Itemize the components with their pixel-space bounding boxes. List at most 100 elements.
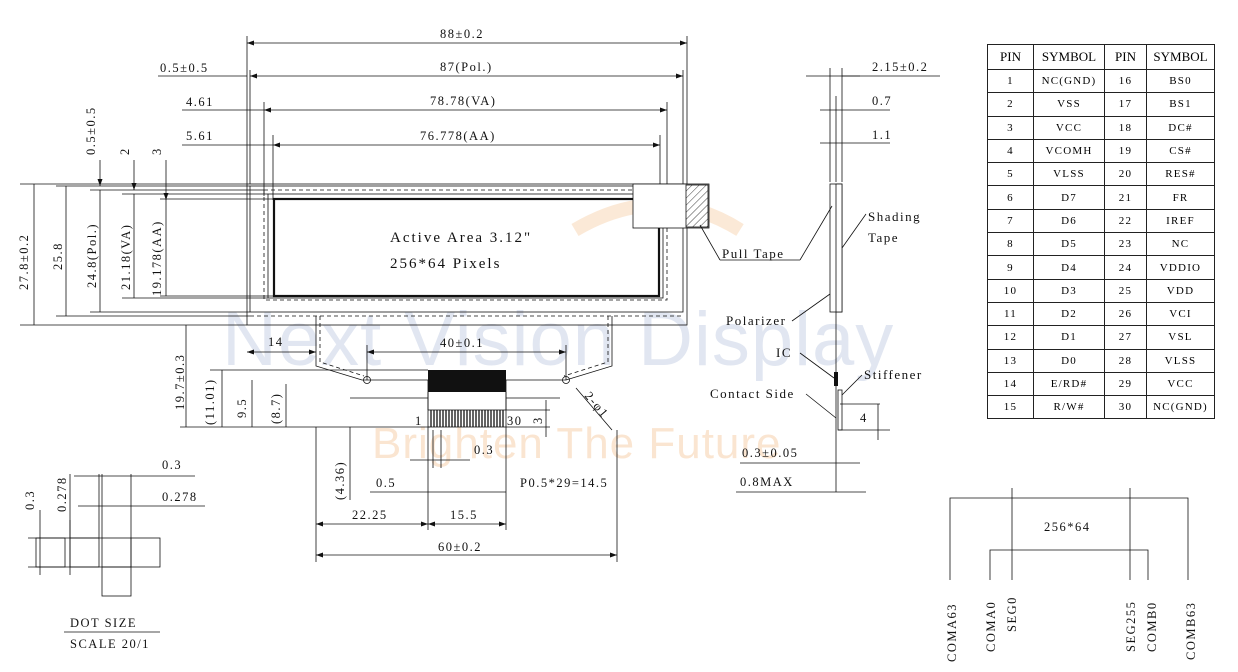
dot-scale: SCALE 20/1 (70, 637, 150, 651)
pin-seg255: SEG255 (1124, 601, 1138, 652)
table-cell: D6 (1033, 208, 1105, 234)
dim-fpc-width: 60±0.2 (438, 540, 482, 554)
table-cell: 24 (1104, 255, 1147, 280)
dim-fpc-height: 19.7±0.3 (173, 354, 187, 410)
active-area-title: Active Area 3.12" (390, 230, 532, 246)
table-cell: VDDIO (1146, 255, 1215, 280)
table-cell: 26 (1104, 301, 1147, 327)
dim-height-va: 21.18(VA) (119, 224, 133, 290)
dim-4: 4 (860, 411, 868, 425)
pin-last-label: 30 (507, 414, 523, 428)
header-symbol: SYMBOL (1033, 44, 1105, 70)
pin-coma0: COMA0 (984, 601, 998, 652)
table-cell: 5 (987, 162, 1034, 187)
table-cell: NC(GND) (1033, 68, 1105, 94)
table-cell: 11 (987, 301, 1034, 327)
table-cell: VLSS (1146, 348, 1215, 373)
pin-comb63: COMB63 (1184, 602, 1198, 660)
block-diagram: 256*64 COMA63 COMA0 SEG0 SEG255 COMB0 CO… (945, 488, 1198, 662)
dot-dim-03b: 0.3 (23, 490, 37, 510)
table-cell: 19 (1104, 138, 1147, 164)
table-cell: 7 (987, 208, 1034, 234)
dim-height-aa: 19.178(AA) (150, 220, 164, 296)
pin-first-label: 1 (415, 414, 423, 428)
table-cell: 30 (1104, 395, 1147, 420)
table-cell: BS0 (1146, 68, 1215, 94)
dot-detail: 0.3 0.278 0.3 0.278 DOT SIZE SCALE 20/1 (23, 458, 205, 651)
table-cell: DC# (1146, 115, 1215, 140)
table-cell: 29 (1104, 371, 1147, 397)
dim-fpc-1101: (11.01) (203, 379, 217, 426)
dim-fpc-offset: 14 (268, 335, 284, 349)
dim-fpc-95: 9.5 (235, 398, 249, 418)
dot-size-title: DOT SIZE (70, 616, 137, 630)
table-cell: 1 (987, 68, 1034, 94)
dim-lead-05: 0.5 (376, 476, 396, 490)
dim-lead-436: (4.36) (333, 461, 347, 500)
table-cell: VSL (1146, 325, 1215, 350)
table-cell: 10 (987, 278, 1034, 303)
table-cell: CS# (1146, 138, 1215, 164)
label-shading: Shading (868, 209, 921, 224)
dim-11: 1.1 (872, 128, 892, 142)
dim-top-offset: 0.5±0.5 (84, 106, 98, 155)
dim-offset-aa: 5.61 (186, 129, 214, 143)
label-contact-side: Contact Side (710, 386, 795, 401)
label-ic: IC (776, 345, 792, 360)
front-view: 88±0.2 87(Pol.) 78.78(VA) 76.778(AA) 0.5… (17, 27, 800, 562)
side-view: 2.15±0.2 0.7 1.1 4 0.3±0.05 0.8MAX Shadi… (710, 60, 940, 493)
label-stiffener: Stiffener (864, 367, 923, 382)
table-cell: 27 (1104, 325, 1147, 350)
watermark-brand: Next Vision Display (222, 297, 894, 382)
table-cell: VLSS (1033, 162, 1105, 187)
table-cell: 14 (987, 371, 1034, 397)
table-cell: VSS (1033, 92, 1105, 117)
table-cell: 17 (1104, 92, 1147, 117)
header-pin: PIN (987, 44, 1034, 70)
table-cell: NC (1146, 232, 1215, 257)
table-cell: 25 (1104, 278, 1147, 303)
table-cell: D1 (1033, 325, 1105, 350)
label-polarizer: Polarizer (726, 313, 786, 328)
table-cell: D3 (1033, 278, 1105, 303)
table-cell: D0 (1033, 348, 1105, 373)
table-cell: 28 (1104, 348, 1147, 373)
pin-comb0: COMB0 (1145, 601, 1159, 652)
dim-height-overall: 27.8±0.2 (17, 234, 31, 290)
header-pin: PIN (1104, 44, 1147, 70)
table-cell: RES# (1146, 162, 1215, 187)
dot-dim-03a: 0.3 (162, 458, 182, 472)
dim-lead-155: 15.5 (450, 508, 478, 522)
table-cell: 23 (1104, 232, 1147, 257)
table-cell: 13 (987, 348, 1034, 373)
dim-width-pol: 87(Pol.) (440, 60, 493, 74)
dim-height-258: 25.8 (51, 242, 65, 270)
table-cell: VDD (1146, 278, 1215, 303)
label-tape: Tape (868, 230, 899, 245)
block-label: 256*64 (1044, 520, 1091, 534)
table-cell: VCC (1033, 115, 1105, 140)
dot-dim-0278b: 0.278 (55, 476, 69, 512)
table-cell: R/W# (1033, 395, 1105, 420)
table-cell: 16 (1104, 68, 1147, 94)
dot-dim-0278a: 0.278 (162, 490, 198, 504)
dim-height-pol: 24.8(Pol.) (85, 223, 99, 288)
table-cell: D4 (1033, 255, 1105, 280)
table-cell: NC(GND) (1146, 395, 1215, 420)
dim-left-2225: 22.25 (352, 508, 388, 522)
dim-lead-03: 0.3 (474, 443, 494, 457)
